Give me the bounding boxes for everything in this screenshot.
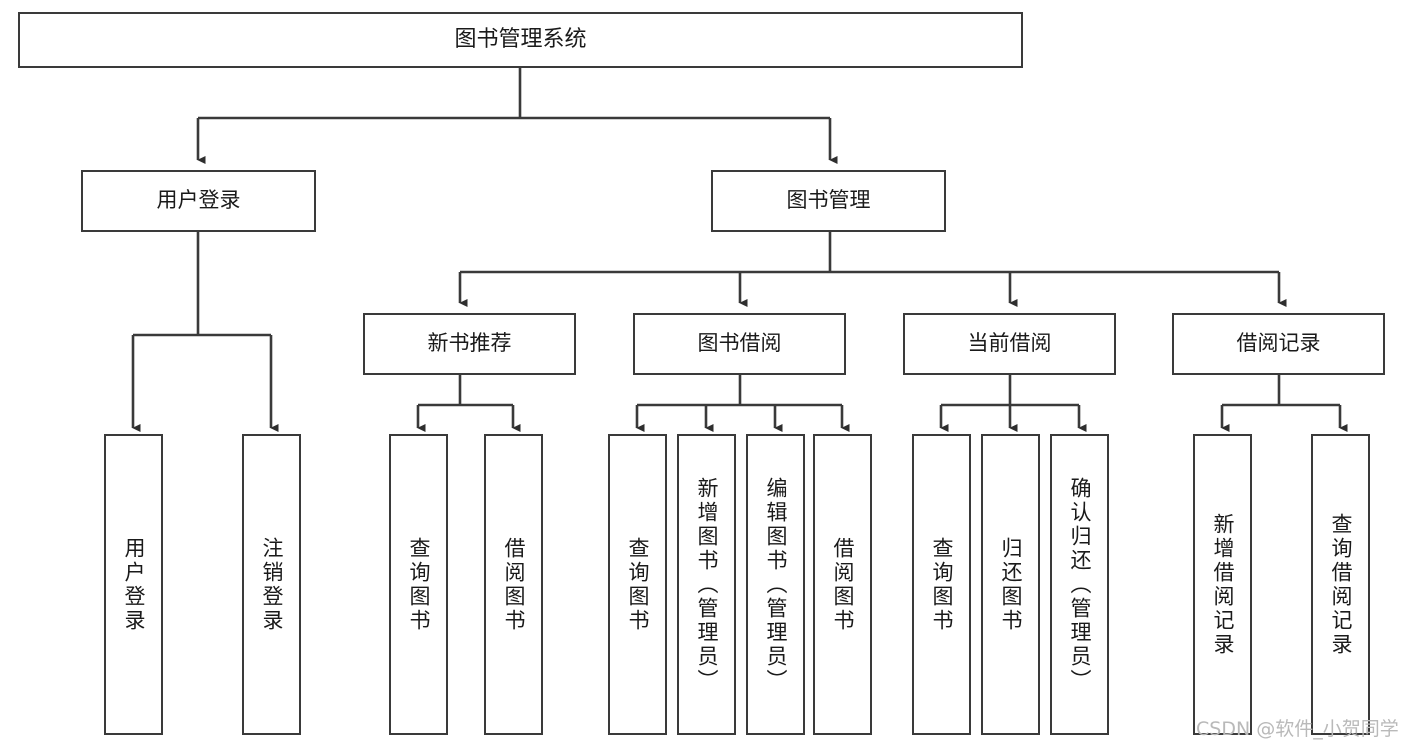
leaf-book-borrow-add-book-admin[interactable]: 新增图书（管理员）	[677, 434, 736, 735]
leaf-borrow-record-add-record[interactable]: 新增借阅记录	[1193, 434, 1252, 735]
node-label: 注销登录	[260, 536, 284, 633]
node-label: 查询图书	[930, 536, 954, 633]
node-label: 借阅图书	[831, 536, 855, 633]
node-label: 借阅记录	[1236, 331, 1321, 356]
leaf-borrow-record-query-record[interactable]: 查询借阅记录	[1311, 434, 1370, 735]
node-new-book-recommend[interactable]: 新书推荐	[363, 313, 576, 375]
leaf-book-borrow-query-book[interactable]: 查询图书	[608, 434, 667, 735]
node-label: 归还图书	[999, 536, 1023, 633]
node-book-borrow[interactable]: 图书借阅	[633, 313, 846, 375]
node-book-management[interactable]: 图书管理	[711, 170, 946, 232]
node-label: 图书借阅	[697, 331, 782, 356]
leaf-book-borrow-edit-book-admin[interactable]: 编辑图书（管理员）	[746, 434, 805, 735]
leaf-new-book-borrow-book[interactable]: 借阅图书	[484, 434, 543, 735]
node-root-book-management-system[interactable]: 图书管理系统	[18, 12, 1023, 68]
node-label: 用户登录	[156, 188, 241, 213]
leaf-user-login-login[interactable]: 用户登录	[104, 434, 163, 735]
leaf-current-borrow-confirm-return-admin[interactable]: 确认归还（管理员）	[1050, 434, 1109, 735]
node-label: 当前借阅	[967, 331, 1052, 356]
leaf-current-borrow-query-book[interactable]: 查询图书	[912, 434, 971, 735]
leaf-current-borrow-return-book[interactable]: 归还图书	[981, 434, 1040, 735]
node-label: 借阅图书	[502, 536, 526, 633]
node-user-login[interactable]: 用户登录	[81, 170, 316, 232]
node-borrow-record[interactable]: 借阅记录	[1172, 313, 1385, 375]
node-label: 用户登录	[122, 536, 146, 633]
node-current-borrow[interactable]: 当前借阅	[903, 313, 1116, 375]
node-label: 确认归还（管理员）	[1068, 476, 1092, 693]
node-label: 新增图书（管理员）	[695, 476, 719, 693]
node-label: 图书管理系统	[454, 26, 587, 52]
leaf-user-login-logout[interactable]: 注销登录	[242, 434, 301, 735]
leaf-book-borrow-borrow-book[interactable]: 借阅图书	[813, 434, 872, 735]
node-label: 新书推荐	[427, 331, 512, 356]
node-label: 编辑图书（管理员）	[764, 476, 788, 693]
node-label: 图书管理	[786, 188, 871, 213]
node-label: 新增借阅记录	[1211, 512, 1235, 657]
leaf-new-book-query-book[interactable]: 查询图书	[389, 434, 448, 735]
node-label: 查询图书	[626, 536, 650, 633]
node-label: 查询借阅记录	[1329, 512, 1353, 657]
node-label: 查询图书	[407, 536, 431, 633]
